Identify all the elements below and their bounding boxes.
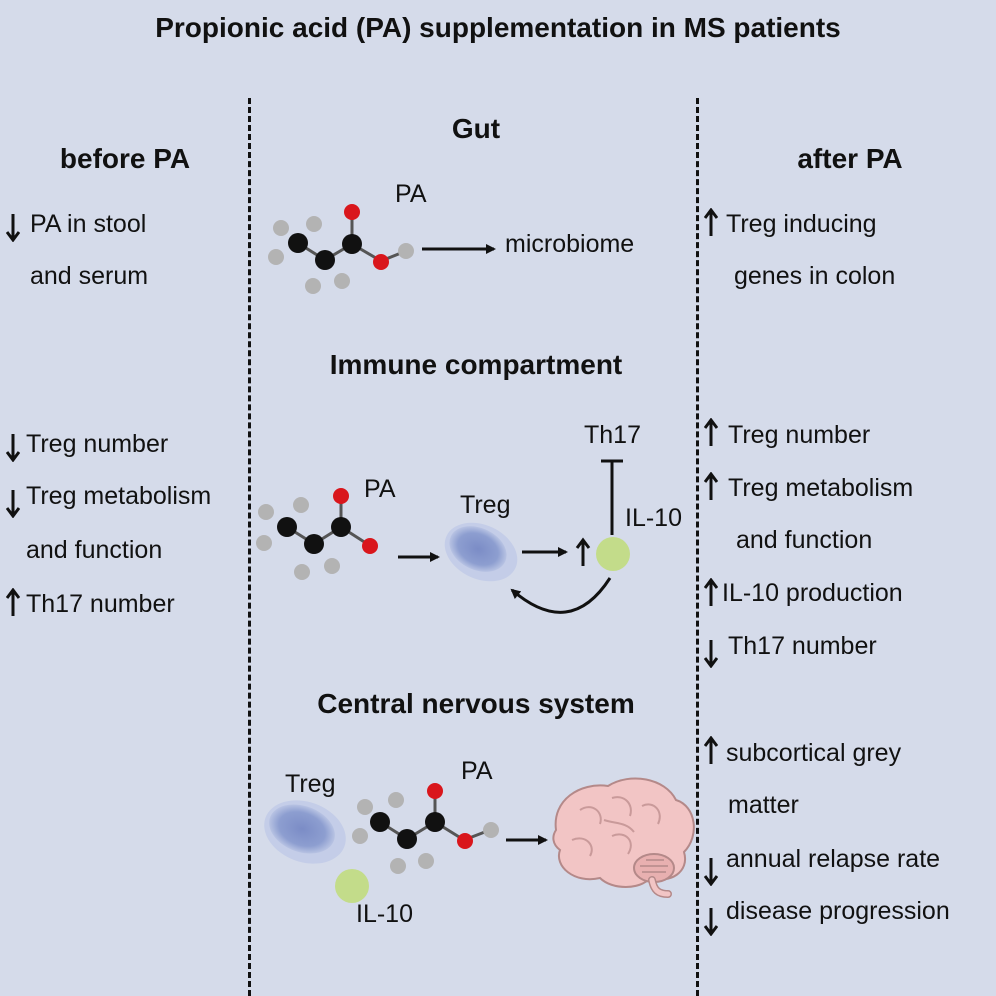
before-item-1-line-2: and serum — [30, 262, 149, 290]
up-arrow-icon — [704, 208, 718, 236]
after-item-7: annual relapse rate — [726, 845, 941, 873]
treg-cell-icon — [264, 800, 346, 864]
propionic-acid-molecule-icon — [268, 204, 414, 294]
gut-pa-label: PA — [395, 180, 427, 208]
after-item-5: Th17 number — [728, 632, 877, 660]
up-arrow-icon — [704, 578, 718, 606]
cns-il10-label: IL-10 — [356, 900, 413, 928]
before-item-3-line-1: Treg metabolism — [26, 482, 212, 510]
cns-heading: Central nervous system — [317, 688, 635, 719]
down-arrow-icon — [704, 908, 718, 936]
down-arrow-icon — [704, 858, 718, 886]
after-item-2: Treg number — [728, 421, 871, 449]
immune-pa-label: PA — [364, 475, 396, 503]
up-arrow-icon — [704, 736, 718, 764]
right-divider — [696, 98, 699, 996]
down-arrow-icon — [6, 214, 20, 242]
after-item-8: disease progression — [726, 897, 950, 925]
th17-label: Th17 — [584, 421, 641, 449]
before-item-1-line-1: PA in stool — [30, 210, 147, 238]
figure-title: Propionic acid (PA) supplementation in M… — [155, 12, 841, 43]
down-arrow-icon — [6, 490, 20, 518]
after-item-3-line-2: and function — [736, 526, 873, 554]
after-item-1-line-1: Treg inducing — [726, 210, 877, 238]
up-arrow-icon — [704, 472, 718, 500]
before-item-4: Th17 number — [26, 590, 175, 618]
feedback-arrow — [510, 577, 612, 614]
before-heading: before PA — [59, 143, 191, 174]
after-item-4: IL-10 production — [722, 579, 903, 607]
propionic-acid-molecule-icon — [352, 783, 499, 874]
up-arrow-icon — [6, 588, 20, 616]
after-heading: after PA — [797, 143, 903, 174]
treg-cell-icon — [444, 522, 518, 582]
before-item-2: Treg number — [26, 430, 169, 458]
up-arrow-icon — [575, 537, 591, 566]
cns-treg-label: Treg — [285, 770, 336, 798]
down-arrow-icon — [704, 640, 718, 668]
after-item-6-line-2: matter — [728, 791, 799, 819]
microbiome-label: microbiome — [505, 230, 635, 258]
gut-heading: Gut — [451, 113, 501, 144]
before-item-3-line-2: and function — [26, 536, 163, 564]
immune-il10-label: IL-10 — [625, 504, 682, 532]
propionic-acid-molecule-icon — [256, 488, 378, 580]
up-arrow-icon — [704, 418, 718, 446]
immune-treg-label: Treg — [460, 491, 511, 519]
after-item-6-line-1: subcortical grey — [726, 739, 902, 767]
cns-pa-label: PA — [461, 757, 493, 785]
il10-cytokine-icon — [596, 537, 630, 571]
left-divider — [248, 98, 251, 996]
after-item-1-line-2: genes in colon — [734, 262, 896, 290]
il10-cytokine-icon — [335, 869, 369, 903]
immune-heading: Immune compartment — [329, 349, 623, 380]
brain-icon — [552, 777, 695, 898]
after-item-3-line-1: Treg metabolism — [728, 474, 914, 502]
down-arrow-icon — [6, 434, 20, 462]
